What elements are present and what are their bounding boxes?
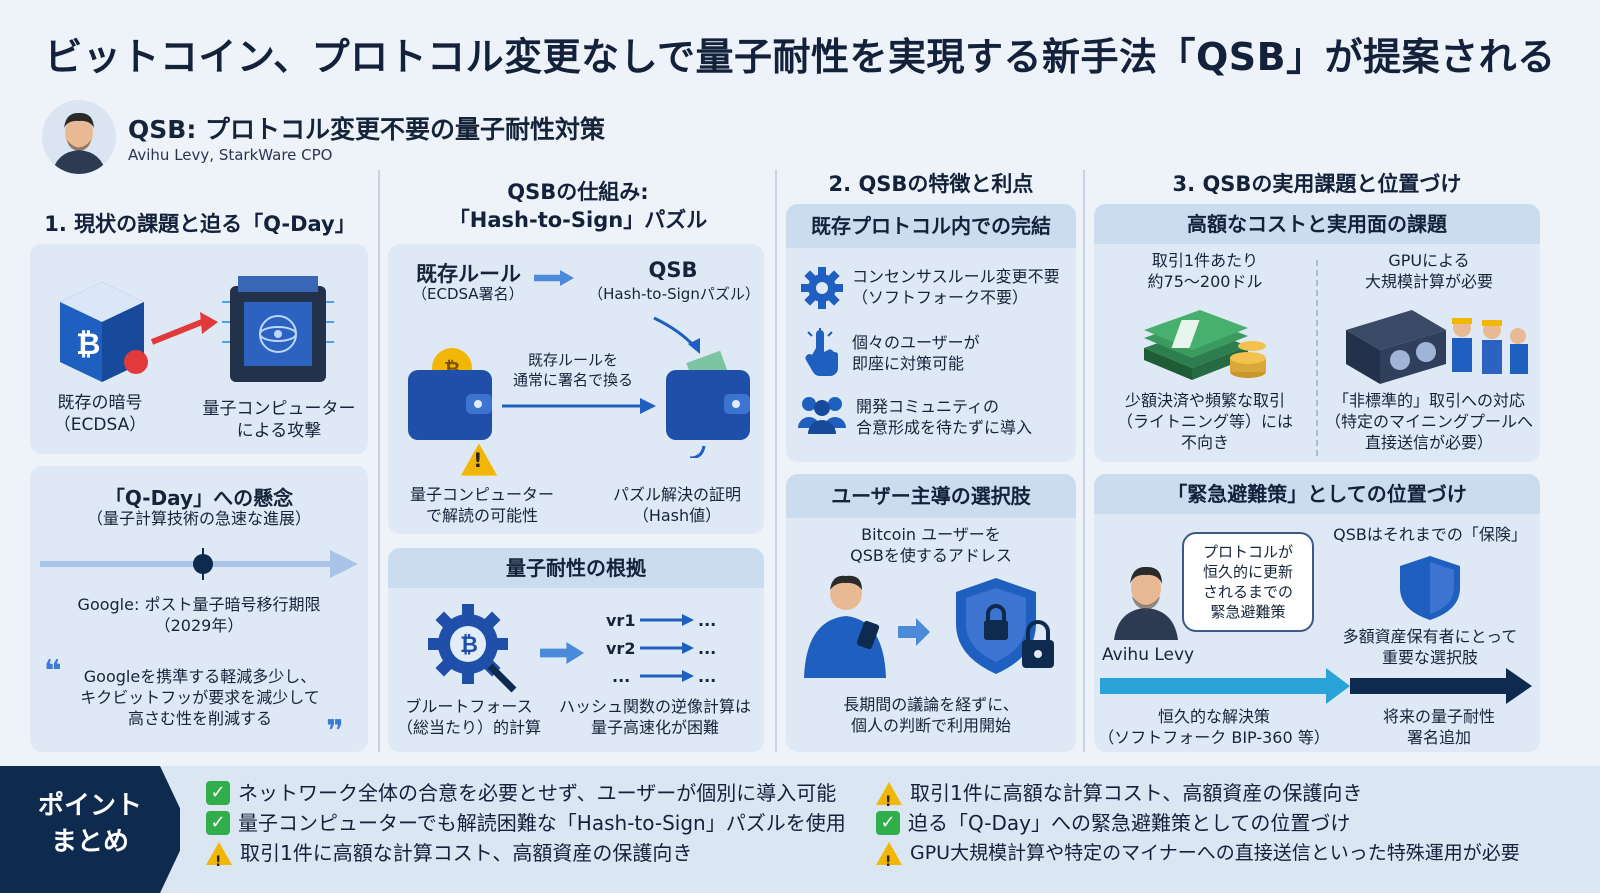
qday-subtitle: （量子計算技術の急速な進展） [86, 509, 311, 528]
col2-heading: QSBの仕組み:「Hash-to-Sign」パズル [448, 180, 708, 232]
hash-arrows-icon [640, 614, 694, 682]
rule-sub: （ECDSA署名） [412, 285, 524, 303]
person-name: Avihu Levy [1102, 645, 1195, 665]
wallet-flow-icon: ₿ [408, 316, 750, 458]
user-choice-heading: ユーザー主導の選択肢 [786, 474, 1076, 518]
col1-card-threat: ₿ 既存の暗号（ECDSA） 量子コンピューターによる攻撃 [30, 244, 368, 454]
holder-text: 多額資産保有者にとって重要な選択肢 [1342, 627, 1518, 667]
check-icon: ✓ [206, 811, 230, 835]
protocol-heading: 既存プロトコル内での完結 [786, 204, 1076, 248]
summary-item: ✓迫る「Q-Day」への緊急避難策としての位置づけ [876, 808, 1596, 838]
summary-item: ✓ネットワーク全体の合意を必要とせず、ユーザーが個別に導入可能 [206, 778, 866, 808]
rule-to-qsb-arrow-icon [534, 270, 574, 286]
col4-card-cost: 高額なコストと実用面の課題 取引1件あたり約75〜200ドル GPUによる大規模… [1094, 204, 1540, 462]
qsb-sub: （Hash-to-Signパズル） [588, 285, 760, 303]
quantum-attack-label: 量子コンピューターによる攻撃 [202, 399, 356, 441]
col1-heading: 1. 現状の課題と迫る「Q-Day」 [44, 212, 356, 236]
rule-label: 既存ルール [416, 262, 521, 286]
vr3-ellipsis: ... [698, 667, 717, 686]
permanent-solution-text: 恒久的な解決策（ソフトフォーク BIP-360 等） [1098, 707, 1330, 747]
col3-card-protocol: 既存プロトコル内での完結 コンセンサスルール変更不要（ソフトフォーク不要） 個々… [786, 204, 1076, 462]
existing-crypto-label: 既存の暗号（ECDSA） [53, 393, 147, 435]
brute-text: ブルートフォース（総当たり）的計算 [396, 697, 541, 737]
proof-text: パズル解決の証明（Hash値） [612, 485, 741, 525]
cost-divider [1316, 260, 1318, 456]
nonstandard-text: 「非標準的」取引への対応（特定のマイニングプールへ直接送信が必要） [1324, 391, 1533, 452]
future-signature-text: 将来の量子耐性署名追加 [1382, 707, 1495, 747]
page-title: ビットコイン、プロトコル変更なしで量子耐性を実現する新手法「QSB」が提案される [44, 35, 1556, 79]
small-tx-text: 少額決済や頻繁な取引（ライトニング等）には不向き [1116, 391, 1293, 452]
divider [1083, 170, 1085, 752]
warning-icon: ! [460, 443, 498, 476]
feature-community: 開発コミュニティの合意形成を待たずに導入 [856, 397, 1033, 437]
vr1-ellipsis: ... [698, 611, 717, 630]
speech-bubble: プロトコルが恒久的に更新されるまでの緊急避難策 [1182, 532, 1314, 632]
warning-icon: ! [206, 841, 232, 870]
vr2-label: vr2 [606, 639, 636, 658]
bitcoin-gear-search-icon: ₿ [428, 604, 517, 693]
quote-open-icon: ❝ [44, 654, 62, 689]
check-icon: ✓ [206, 781, 230, 805]
basis-arrow-icon [540, 642, 584, 664]
quote-close-icon: ❞ [326, 714, 344, 749]
vr-ellipsis: ... [612, 667, 631, 686]
col1-card-qday: 「Q-Day」への懸念 （量子計算技術の急速な進展） Google: ポスト量子… [30, 466, 368, 752]
author-avatar [42, 100, 116, 174]
col2-card-mechanism: 既存ルール （ECDSA署名） QSB （Hash-to-Signパズル） ₿ … [388, 244, 764, 534]
header-author: Avihu Levy, StarkWare CPO [128, 146, 333, 164]
summary-item: !取引1件に高額な計算コスト、高額資産の保護向き [206, 838, 866, 870]
cost-per-tx: 取引1件あたり約75〜200ドル [1147, 251, 1263, 291]
emergency-heading: 「緊急避難策」としての位置づけ [1094, 474, 1540, 514]
google-deadline-label: Google: ポスト量子暗号移行期限（2029年） [77, 595, 321, 635]
hash-text: ハッシュ関数の逆像計算は量子高速化が困難 [558, 697, 751, 737]
summary-label: ポイントまとめ [0, 766, 180, 893]
feature-no-consensus: コンセンサスルール変更不要（ソフトフォーク不要） [852, 267, 1060, 307]
replace-text: 既存ルールを通常に署名で換る [512, 351, 633, 389]
col2-card-basis: 量子耐性の根拠 ₿ vr1 vr2 ... ... ... ... ブルートフォ… [388, 548, 764, 752]
summary-item: !取引1件に高額な計算コスト、高額資産の保護向き [876, 778, 1596, 810]
summary-item: !GPU大規模計算や特定のマイナーへの直接送信といった特殊運用が必要 [876, 838, 1596, 870]
cost-heading: 高額なコストと実用面の課題 [1094, 204, 1540, 244]
tap-hand-icon [805, 328, 838, 376]
col4-heading: 3. QSBの実用課題と位置づけ [1172, 172, 1462, 196]
summary-left-list: ✓ネットワーク全体の合意を必要とせず、ユーザーが個別に導入可能 ✓量子コンピュー… [206, 778, 866, 870]
warning-icon: ! [876, 781, 902, 810]
summary-band [0, 766, 1600, 893]
divider [775, 170, 777, 752]
user-phone-shield-icon [804, 575, 1054, 678]
col3-heading: 2. QSBの特徴と利点 [828, 172, 1034, 196]
risk-text: 量子コンピューターで解読の可能性 [409, 485, 554, 525]
svg-text:₿: ₿ [76, 327, 100, 362]
gear-icon [801, 267, 843, 309]
gpu-required: GPUによる大規模計算が必要 [1364, 251, 1493, 291]
feature-individual: 個々のユーザーが即座に対策可能 [852, 333, 980, 373]
gpu-workers-icon [1346, 310, 1528, 384]
summary-item: ✓量子コンピューターでも解読困難な「Hash-to-Sign」パズルを使用 [206, 808, 866, 838]
header-subtitle: QSB: プロトコル変更不要の量子耐性対策 [128, 115, 606, 144]
qsb-label: QSB [648, 258, 698, 282]
insurance-label: QSBはそれまでの「保険」 [1333, 525, 1527, 544]
warning-icon: ! [876, 841, 902, 870]
summary-right-list: !取引1件に高額な計算コスト、高額資産の保護向き ✓迫る「Q-Day」への緊急避… [876, 778, 1596, 870]
quote-text: Googleを携準する軽減多少し、キクビットフッが要求を減少して高さむ性を削減す… [80, 667, 320, 728]
vr1-label: vr1 [606, 611, 636, 630]
col4-card-emergency: 「緊急避難策」としての位置づけ Avihu Levy プロトコルが恒久的に更新さ… [1094, 474, 1540, 752]
community-icon [798, 397, 846, 434]
long-discussion-text: 長期間の議論を経ずに、個人の判断で利用開始 [843, 695, 1019, 735]
svg-text:₿: ₿ [460, 633, 478, 658]
shield-icon [1400, 556, 1460, 620]
divider [378, 170, 380, 752]
vr2-ellipsis: ... [698, 639, 717, 658]
qday-title: 「Q-Day」への懸念 [104, 486, 294, 510]
timeline-arrows-icon [1100, 668, 1532, 704]
crypto-cube-attack-icon: ₿ [60, 276, 334, 382]
check-icon: ✓ [876, 811, 900, 835]
basis-heading: 量子耐性の根拠 [388, 548, 764, 588]
timeline-arrow-icon [40, 548, 358, 580]
cash-stack-icon [1144, 310, 1266, 380]
avihu-portrait-icon [1114, 566, 1178, 640]
